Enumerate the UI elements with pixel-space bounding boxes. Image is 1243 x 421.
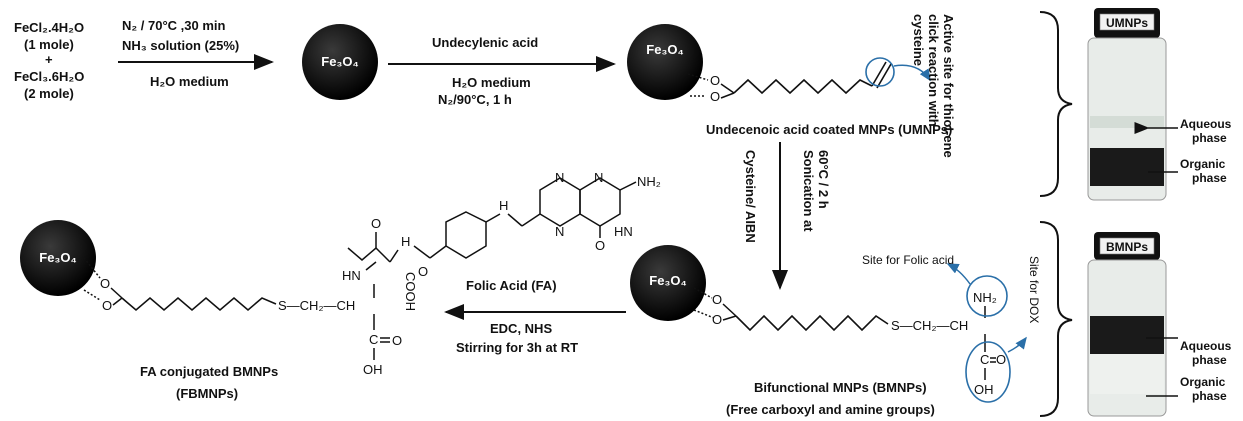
bmnps-subcaption: (Free carboxyl and amine groups) <box>726 402 935 417</box>
aqueous-label: Aqueous <box>1180 117 1232 131</box>
step2-condition-bottom: N₂/90°C, 1 h <box>438 92 512 107</box>
carboxyl-oxygen: O <box>996 352 1006 367</box>
nanoparticle-label: Fe₃O₄ <box>321 54 359 69</box>
step1-condition-bottom: H₂O medium <box>150 74 229 89</box>
carboxylate-oxygen: O <box>710 73 720 88</box>
carboxyl-carbon: C <box>980 352 989 367</box>
fecl3-formula: FeCl₃.6H₂O <box>14 69 84 84</box>
thiol-ene-annotation: Active site for thiol-ene click reaction… <box>911 14 956 158</box>
top-brace <box>1039 11 1073 197</box>
folic-acid-structure: N N N HN NH₂ O H O H COOH O <box>347 170 661 311</box>
step1-arrow-group: N₂ / 70°C ,30 min NH₃ solution (25%) H₂O… <box>118 18 274 89</box>
amide-oxygen: O <box>418 264 428 279</box>
alkyl-chain <box>121 296 277 312</box>
step3-reagent: Cysteine/ AIBN <box>743 150 758 243</box>
step2-condition-top: Undecylenic acid <box>432 35 538 50</box>
carboxylate-oxygen: O <box>712 292 722 307</box>
organic-label: Organic <box>1180 157 1226 171</box>
nanoparticle-label: Fe₃O₄ <box>39 250 77 265</box>
alkyl-chain <box>735 314 889 332</box>
carboxylate-oxygen: O <box>712 312 722 327</box>
carboxylate-oxygen: O <box>102 298 112 313</box>
fbmnps-caption: FA conjugated BMNPs <box>140 364 278 379</box>
hydroxyl-group: OH <box>974 382 994 397</box>
amide-nh: H <box>401 234 410 249</box>
hydroxyl-group: OH <box>363 362 383 377</box>
bmnps-caption: Bifunctional MNPs (BMNPs) <box>754 380 927 395</box>
step2-condition-mid: H₂O medium <box>452 75 531 90</box>
phase-label: phase <box>1192 131 1227 145</box>
fecl2-amount: (1 mole) <box>24 37 74 52</box>
bottom-brace <box>1039 221 1073 417</box>
umnps-caption: Undecenoic acid coated MNPs (UMNPs) <box>706 122 952 137</box>
vial-label: BMNPs <box>1106 240 1148 254</box>
bmnps-vial: BMNPs Aqueous phase Organic phase <box>1087 232 1232 417</box>
step1-condition-mid: NH₃ solution (25%) <box>122 38 239 53</box>
step4-arrow-group: Folic Acid (FA) EDC, NHS Stirring for 3h… <box>444 278 626 355</box>
thioether-linkage: S—CH₂—CH <box>891 318 968 333</box>
glutamate-carbonyl: O <box>371 216 381 231</box>
ring-nh: HN <box>614 224 633 239</box>
step2-arrow-group: Undecylenic acid H₂O medium N₂/90°C, 1 h <box>388 35 616 107</box>
amino-group: NH₂ <box>637 174 661 189</box>
ring-nitrogen: N <box>555 224 564 239</box>
annotation-line-1: Active site for thiol-ene <box>941 14 956 158</box>
nanoparticle-sphere <box>20 220 96 296</box>
phase-label: phase <box>1192 353 1227 367</box>
amine-site-highlight <box>966 275 1008 317</box>
phase-label: phase <box>1192 171 1227 185</box>
amine-group: NH₂ <box>973 290 997 305</box>
carboxyl-carbon: C <box>369 332 378 347</box>
nanoparticle-sphere <box>630 245 706 321</box>
glutamate-cooh: COOH <box>403 272 418 311</box>
bare-fe3o4-nanoparticle: Fe₃O₄ <box>302 24 378 100</box>
ring-nitrogen: N <box>594 170 603 185</box>
folic-site-label: Site for Folic acid <box>862 253 954 267</box>
umnps-structure: Fe₃O₄ O O Undecenoic acid coated MNPs (U… <box>627 24 952 137</box>
alkyl-chain <box>733 78 873 95</box>
nanoparticle-sphere <box>302 24 378 100</box>
annotation-line-3: cysteine <box>911 14 926 66</box>
fecl2-formula: FeCl₂.4H₂O <box>14 20 84 35</box>
step3-condition-line2: 60°C / 2 h <box>816 150 831 209</box>
step4-reagent: Folic Acid (FA) <box>466 278 557 293</box>
nanoparticle-label: Fe₃O₄ <box>649 273 687 288</box>
umnps-vial: UMNPs Aqueous phase Organic phase <box>1087 8 1232 201</box>
step4-condition-bottom: Stirring for 3h at RT <box>456 340 578 355</box>
carboxyl-site-highlight <box>965 341 1011 403</box>
fbmnps-structure: Fe₃O₄ O O S—CH₂—CH HN C O OH FA conjugat… <box>20 220 402 401</box>
step1-condition-top: N₂ / 70°C ,30 min <box>122 18 226 33</box>
ring-nitrogen: N <box>555 170 564 185</box>
amide-nh: HN <box>342 268 361 283</box>
nanoparticle-label: Fe₃O₄ <box>646 42 684 57</box>
dox-site-label: Site for DOX <box>1027 256 1041 323</box>
ring-carbonyl: O <box>595 238 605 253</box>
linker-nh: H <box>499 198 508 213</box>
bmnps-structure: Fe₃O₄ O O S—CH₂—CH NH₂ Site for Folic ac… <box>630 245 1041 417</box>
step3-arrow-group: Cysteine/ AIBN Sonication at 60°C / 2 h <box>743 142 831 290</box>
carboxylate-oxygen: O <box>710 89 720 104</box>
starting-reagents: FeCl₂.4H₂O (1 mole) + FeCl₃.6H₂O (2 mole… <box>14 20 84 101</box>
step4-condition-mid: EDC, NHS <box>490 321 552 336</box>
aqueous-label: Aqueous <box>1180 339 1232 353</box>
fbmnps-subcaption: (FBMNPs) <box>176 386 238 401</box>
thioether-linkage: S—CH₂—CH <box>278 298 355 313</box>
alkene-site-highlight <box>865 57 895 87</box>
annotation-line-2: click reaction with <box>926 14 941 127</box>
phase-label: phase <box>1192 389 1227 403</box>
plus-sign: + <box>45 52 53 67</box>
fecl3-amount: (2 mole) <box>24 86 74 101</box>
carboxyl-oxygen: O <box>392 333 402 348</box>
organic-label: Organic <box>1180 375 1226 389</box>
nanoparticle-sphere <box>627 24 703 100</box>
step3-condition-line1: Sonication at <box>801 150 816 232</box>
vial-label: UMNPs <box>1106 16 1148 30</box>
carboxylate-oxygen: O <box>100 276 110 291</box>
